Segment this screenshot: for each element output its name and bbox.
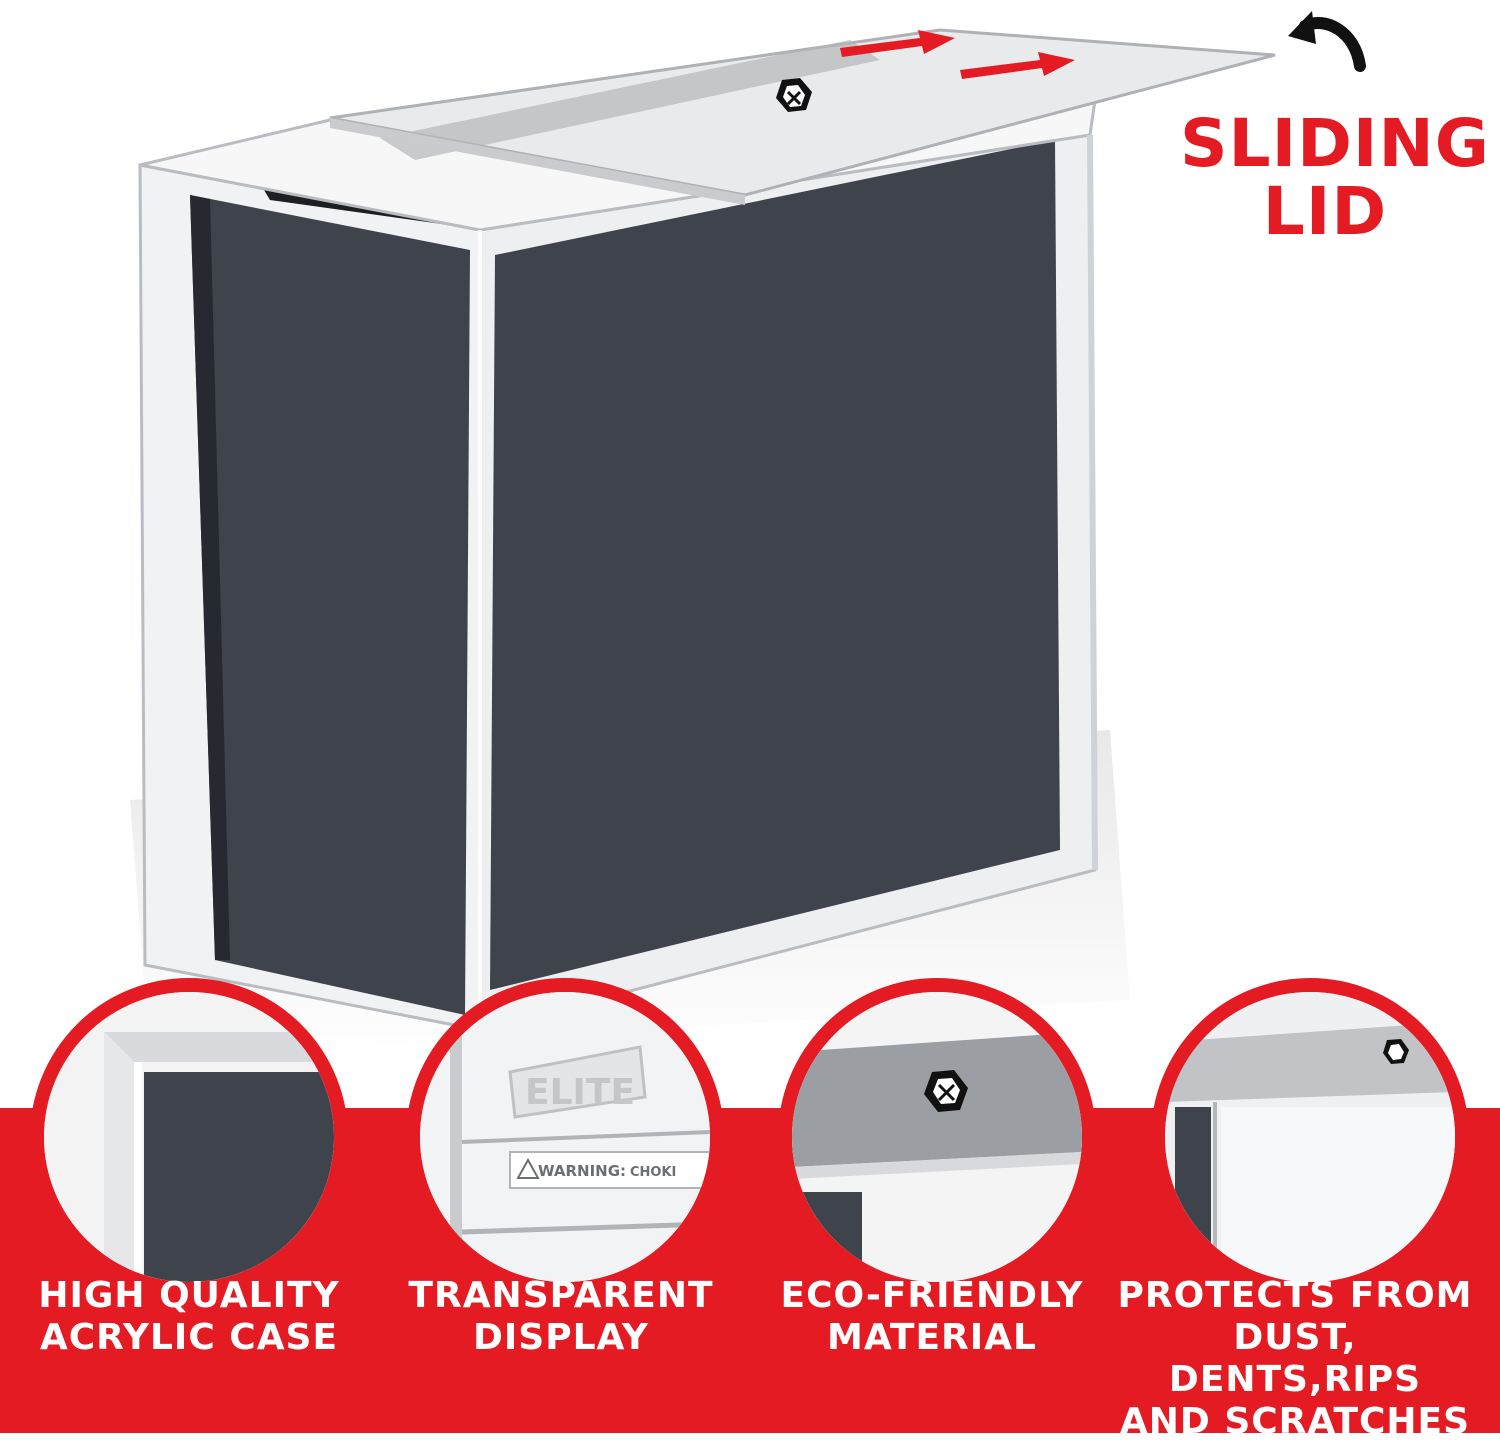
closeup-warning-suffix: CHOKI bbox=[630, 1165, 676, 1180]
feature-4-line-3: AND SCRATCHES bbox=[1119, 1401, 1471, 1442]
headline-line-2: LID bbox=[1262, 173, 1388, 250]
feature-1-line-2: ACRYLIC CASE bbox=[39, 1317, 339, 1358]
closeup-brand-text: ELITE bbox=[525, 1072, 635, 1113]
headline-line-1: SLIDING bbox=[1180, 105, 1490, 182]
feature-4-line-2: DUST, DENTS,RIPS bbox=[1168, 1317, 1422, 1400]
closeup-acrylic-image bbox=[44, 992, 334, 1282]
sliding-lid-headline: SLIDING LID bbox=[1180, 105, 1490, 250]
hex-logo-icon bbox=[1383, 1039, 1409, 1064]
curved-arrow-icon bbox=[1288, 11, 1366, 72]
hex-logo-icon bbox=[776, 78, 812, 112]
feature-caption-transparent: TRANSPARENT DISPLAY bbox=[391, 1275, 731, 1359]
closeup-acrylic-quality bbox=[30, 978, 348, 1296]
closeup-eco-friendly bbox=[778, 978, 1096, 1296]
warning-triangle-icon bbox=[516, 1157, 540, 1179]
red-arrow-icon bbox=[840, 30, 1075, 79]
feature-2-line-1: TRANSPARENT bbox=[408, 1275, 714, 1316]
acrylic-case-illustration bbox=[130, 28, 1276, 1060]
feature-1-line-1: HIGH QUALITY bbox=[38, 1275, 340, 1316]
closeup-protection bbox=[1151, 978, 1469, 1296]
closeup-warning-text: WARNING: bbox=[538, 1162, 626, 1180]
feature-caption-protection: PROTECTS FROM DUST, DENTS,RIPS AND SCRAT… bbox=[1110, 1275, 1480, 1443]
feature-3-line-1: ECO-FRIENDLY bbox=[780, 1275, 1084, 1316]
feature-caption-acrylic: HIGH QUALITY ACRYLIC CASE bbox=[19, 1275, 359, 1359]
feature-4-line-1: PROTECTS FROM bbox=[1117, 1275, 1473, 1316]
closeup-eco-image bbox=[792, 992, 1082, 1282]
closeup-protection-image bbox=[1165, 992, 1455, 1282]
hex-logo-icon bbox=[924, 1070, 968, 1112]
feature-2-line-2: DISPLAY bbox=[472, 1317, 649, 1358]
closeup-transparent-display: ELITE WARNING: CHOKI bbox=[406, 978, 724, 1296]
feature-caption-eco: ECO-FRIENDLY MATERIAL bbox=[762, 1275, 1102, 1359]
feature-3-line-2: MATERIAL bbox=[827, 1317, 1037, 1358]
closeup-transparent-image: ELITE WARNING: CHOKI bbox=[420, 992, 710, 1282]
